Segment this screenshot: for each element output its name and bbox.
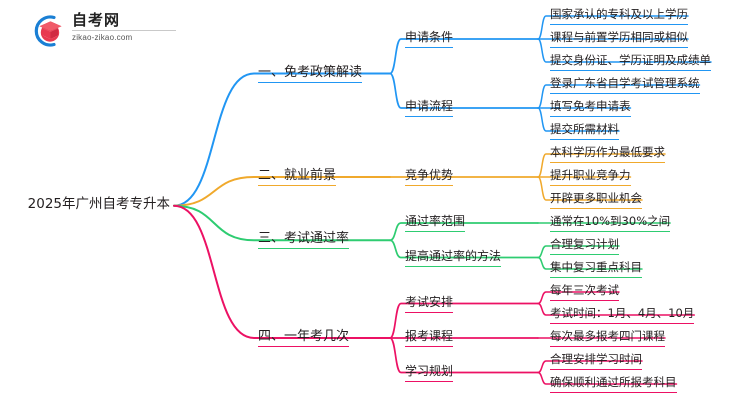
branch-node-3-label: 三、考试通过率 [258,231,350,247]
subbranch-node-3-1[interactable]: 通过率范围 [405,214,466,232]
leaf-node-2-1-1-label: 本科学历作为最低要求 [550,145,665,159]
subbranch-node-4-3-label: 学习规划 [405,363,454,378]
logo-name-cn: 自考网 [72,11,176,31]
branch-node-1[interactable]: 一、免考政策解读 [258,64,363,83]
logo-domain: zikao-zikao.com [72,33,133,42]
leaf-node-1-2-1-label: 登录广东省自学考试管理系统 [550,76,700,90]
leaf-node-4-3-2[interactable]: 确保顺利通过所报考科目 [550,375,677,393]
logo-wordmark: 自考网 zikao-zikao.com [72,11,176,43]
branch-node-2[interactable]: 二、就业前景 [258,168,337,186]
leaf-node-4-3-2-label: 确保顺利通过所报考科目 [550,375,677,389]
subbranch-node-3-2[interactable]: 提高通过率的方法 [405,248,502,267]
leaf-node-2-1-2[interactable]: 提升职业竞争力 [550,168,631,186]
leaf-node-4-1-1-label: 每年三次考试 [550,283,619,297]
branch-node-3[interactable]: 三、考试通过率 [258,231,350,250]
leaf-node-1-2-2-label: 填写免考申请表 [550,99,631,113]
leaf-node-1-1-3-label: 提交身份证、学历证明及成绩单 [550,53,711,67]
subbranch-node-2-1[interactable]: 竞争优势 [405,168,454,186]
leaf-node-1-1-1-label: 国家承认的专科及以上学历 [550,7,688,21]
leaf-node-3-2-1[interactable]: 合理复习计划 [550,237,619,255]
leaf-node-1-2-1[interactable]: 登录广东省自学考试管理系统 [550,76,700,94]
leaf-node-4-3-1[interactable]: 合理安排学习时间 [550,352,642,370]
leaf-node-2-1-3-label: 开辟更多职业机会 [550,191,642,205]
leaf-node-1-2-2[interactable]: 填写免考申请表 [550,99,631,117]
branch-node-4[interactable]: 四、一年考几次 [258,329,350,347]
subbranch-node-3-1-label: 通过率范围 [405,214,466,228]
leaf-node-4-2-1-label: 每次最多报考四门课程 [550,329,665,343]
leaf-node-4-2-1[interactable]: 每次最多报考四门课程 [550,329,665,347]
leaf-node-4-1-2[interactable]: 考试时间：1月、4月、10月 [550,306,695,324]
subbranch-node-1-1-label: 申请条件 [405,30,454,44]
leaf-node-3-1-1-label: 通常在10%到30%之间 [550,214,671,228]
subbranch-node-1-1[interactable]: 申请条件 [405,30,454,48]
branch-node-2-label: 二、就业前景 [258,168,337,183]
subbranch-node-3-2-label: 提高通过率的方法 [405,248,502,263]
leaf-node-1-1-1[interactable]: 国家承认的专科及以上学历 [550,7,688,25]
subbranch-node-1-2-label: 申请流程 [405,99,454,113]
leaf-node-4-1-2-label: 考试时间：1月、4月、10月 [550,306,695,320]
graduation-cap-icon [34,15,62,47]
site-logo[interactable]: 自考网 zikao-zikao.com [28,10,178,52]
branch-node-4-label: 四、一年考几次 [258,329,350,344]
subbranch-node-4-2[interactable]: 报考课程 [405,329,454,347]
leaf-node-1-1-2-label: 课程与前置学历相同或相似 [550,30,688,44]
leaf-node-4-1-1[interactable]: 每年三次考试 [550,283,619,301]
leaf-node-3-1-1[interactable]: 通常在10%到30%之间 [550,214,671,232]
mindmap-root-node[interactable]: 2025年广州自考专升本 [27,195,170,214]
leaf-node-4-3-1-label: 合理安排学习时间 [550,352,642,366]
leaf-node-1-1-3[interactable]: 提交身份证、学历证明及成绩单 [550,53,711,71]
leaf-node-1-2-3[interactable]: 提交所需材料 [550,122,619,140]
leaf-node-1-1-2[interactable]: 课程与前置学历相同或相似 [550,30,688,48]
leaf-node-3-2-1-label: 合理复习计划 [550,237,619,251]
subbranch-node-4-2-label: 报考课程 [405,329,454,343]
subbranch-node-2-1-label: 竞争优势 [405,168,454,182]
subbranch-node-4-1[interactable]: 考试安排 [405,294,454,313]
leaf-node-2-1-3[interactable]: 开辟更多职业机会 [550,191,642,209]
leaf-node-3-2-2-label: 集中复习重点科目 [550,260,642,274]
leaf-node-2-1-1[interactable]: 本科学历作为最低要求 [550,145,665,163]
leaf-node-2-1-2-label: 提升职业竞争力 [550,168,631,182]
subbranch-node-1-2[interactable]: 申请流程 [405,99,454,117]
branch-node-1-label: 一、免考政策解读 [258,64,363,80]
leaf-node-3-2-2[interactable]: 集中复习重点科目 [550,260,642,278]
leaf-node-1-2-3-label: 提交所需材料 [550,122,619,136]
subbranch-node-4-1-label: 考试安排 [405,294,454,309]
mindmap-root-node-label: 2025年广州自考专升本 [27,195,170,212]
subbranch-node-4-3[interactable]: 学习规划 [405,363,454,382]
